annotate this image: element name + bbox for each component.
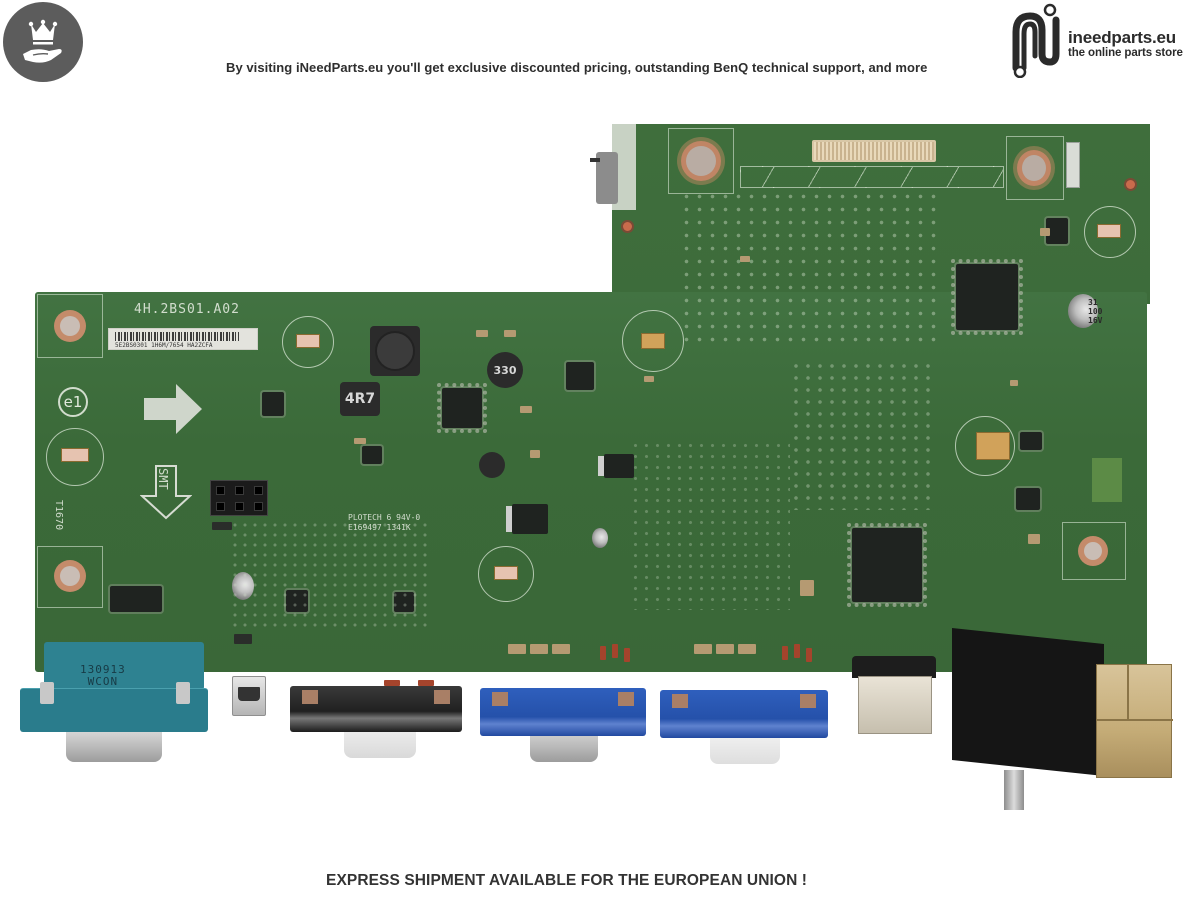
soic-chip: [1016, 488, 1040, 510]
fuse-p1: [61, 448, 89, 462]
test-point-op1: [623, 222, 632, 231]
metal-tab: [1066, 142, 1080, 188]
crown-hand-badge: [3, 2, 83, 82]
logo-subtitle: the online parts store: [1068, 47, 1183, 59]
mount-outline-h5: [37, 294, 103, 358]
express-shipment-banner: EXPRESS SHIPMENT AVAILABLE FOR THE EUROP…: [326, 872, 808, 889]
vga-connector-blue-2: [660, 690, 830, 766]
audio-jack-housing: [952, 628, 1104, 776]
board-patch: [1092, 458, 1122, 502]
soic-chip: [1046, 218, 1068, 244]
manufacturer-mark: PLOTECH 6 94V-0 E169497 1341K: [348, 513, 421, 532]
circuit-n-logo-icon: [1012, 3, 1060, 78]
mini-usb-connector: [232, 676, 266, 716]
vga-connector-black: [290, 686, 462, 762]
small-electrolytic-capacitor: [232, 572, 254, 600]
vga-connector-blue-1: [480, 688, 648, 764]
side-switch: [596, 152, 618, 204]
test-point-op2: [1126, 180, 1135, 189]
soic-chip: [394, 592, 414, 612]
ineedparts-logo[interactable]: ineedparts.eu the online parts store: [1002, 2, 1198, 78]
crown-on-hand-icon: [23, 19, 62, 63]
smt-mark: SMT: [156, 468, 170, 490]
down-arrow-smt-icon: [140, 465, 192, 520]
pin-header-2x3: [210, 480, 268, 516]
fuse-p5: [976, 432, 1010, 460]
logo-name: ineedparts.eu: [1068, 28, 1176, 47]
audio-jack-barrel: [1004, 770, 1024, 810]
via-field: [790, 360, 930, 510]
mount-outline-h4: [37, 546, 103, 608]
switch-lever: [590, 158, 600, 162]
inductor-l30: [479, 452, 505, 478]
board-part-number: 4H.2BS01.A02: [134, 302, 240, 317]
qfp-chip-power-controller: [437, 383, 487, 433]
capacitor-label: 31 100 16V: [1088, 298, 1103, 325]
rj45-ethernet-connector: [1096, 664, 1173, 778]
regulator-u17: [512, 504, 548, 534]
inductor-4r7: 4R7: [340, 382, 380, 416]
mount-hole-h5: [60, 316, 80, 336]
mount-hole-h2: [686, 146, 716, 176]
inductor-l38: [370, 326, 420, 376]
fuse-outline-p4: [478, 546, 534, 602]
fuse-outline-p5: [955, 416, 1015, 476]
electrolytic-capacitor: [1068, 294, 1098, 328]
via-field: [630, 440, 790, 610]
soic-chip: [110, 586, 162, 612]
fuse-outline-p2: [282, 316, 334, 368]
small-electrolytic-capacitor: [592, 528, 608, 548]
qfp-chip-upper-right: [951, 259, 1023, 335]
fuse-outline-p1: [46, 428, 104, 486]
inductor-330: 330: [487, 352, 523, 388]
side-code: T1670: [53, 500, 64, 531]
soic-chip: [362, 446, 382, 464]
mount-outline-h1: [1006, 136, 1064, 200]
fuse-outline-p3: [622, 310, 684, 372]
small-regulator: [1020, 432, 1042, 450]
fuse-outline-p6: [1084, 206, 1136, 258]
e1-mark: e1: [58, 387, 88, 417]
qfp-chip-main-processor: [847, 523, 927, 607]
regulator-u18: [604, 454, 634, 478]
mount-hole-h1: [1022, 155, 1046, 181]
mount-outline-h2: [668, 128, 734, 194]
barcode-label: 5E2BS0301 1H6M/7654 HA2ZCFA: [108, 328, 258, 350]
soic-chip: [262, 392, 284, 416]
via-field: [230, 520, 430, 630]
fuse-p4: [494, 566, 518, 580]
hdmi-connector: [852, 656, 936, 736]
mount-outline-h3: [1062, 522, 1126, 580]
rs232-db9-connector: 130913 WCON: [20, 642, 210, 762]
fpc-connector: [812, 140, 936, 162]
promo-tagline: By visiting iNeedParts.eu you'll get exc…: [226, 60, 928, 75]
right-arrow-silkscreen-icon: [144, 384, 202, 434]
fuse-p3: [641, 333, 665, 349]
via-field: [680, 190, 940, 350]
hatched-silkscreen-area: [740, 166, 1004, 188]
soic-chip: [566, 362, 594, 390]
soic-chip: [286, 590, 308, 612]
mount-hole-h4: [60, 566, 80, 586]
fuse-p6: [1097, 224, 1121, 238]
fuse-p2: [296, 334, 320, 348]
mount-hole-h3: [1084, 542, 1102, 560]
